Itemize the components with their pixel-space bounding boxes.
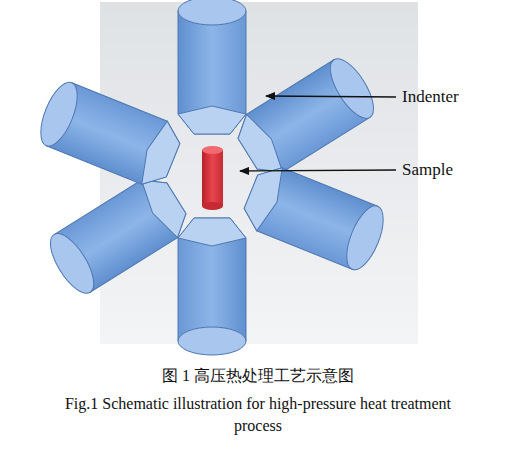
indenter bbox=[238, 160, 390, 274]
indenter bbox=[42, 169, 194, 299]
indenter bbox=[178, 0, 246, 134]
indenter bbox=[178, 218, 246, 355]
figure-caption: 图 1 高压热处理工艺示意图 bbox=[58, 366, 458, 387]
part-label: Indenter bbox=[402, 87, 459, 107]
leader-arrow bbox=[266, 96, 396, 97]
part-label: Sample bbox=[402, 160, 453, 180]
figure-caption: Fig.1 Schematic illustration for high-pr… bbox=[58, 393, 458, 437]
indenter bbox=[230, 52, 382, 182]
leader-arrow bbox=[240, 170, 396, 171]
indenter bbox=[33, 77, 185, 191]
sample bbox=[202, 146, 223, 210]
